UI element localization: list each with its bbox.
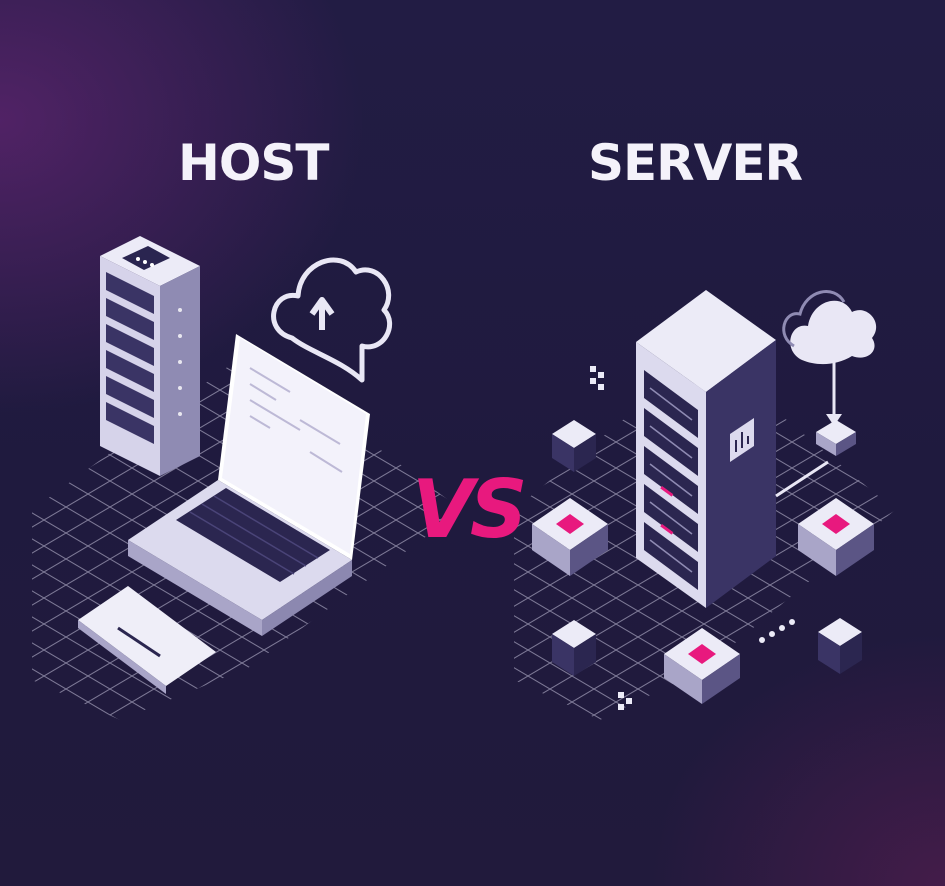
server-title: SERVER [588,134,803,192]
vs-label: VS [412,463,528,556]
tablet-icon [78,586,216,694]
server-tower-icon [636,290,776,608]
cloud-icon [782,290,877,426]
host-title: HOST [178,134,329,192]
server-rack-icon [100,236,200,476]
cloud-upload-icon [271,257,392,383]
laptop-icon [128,334,370,636]
network-node-icon [532,366,874,710]
